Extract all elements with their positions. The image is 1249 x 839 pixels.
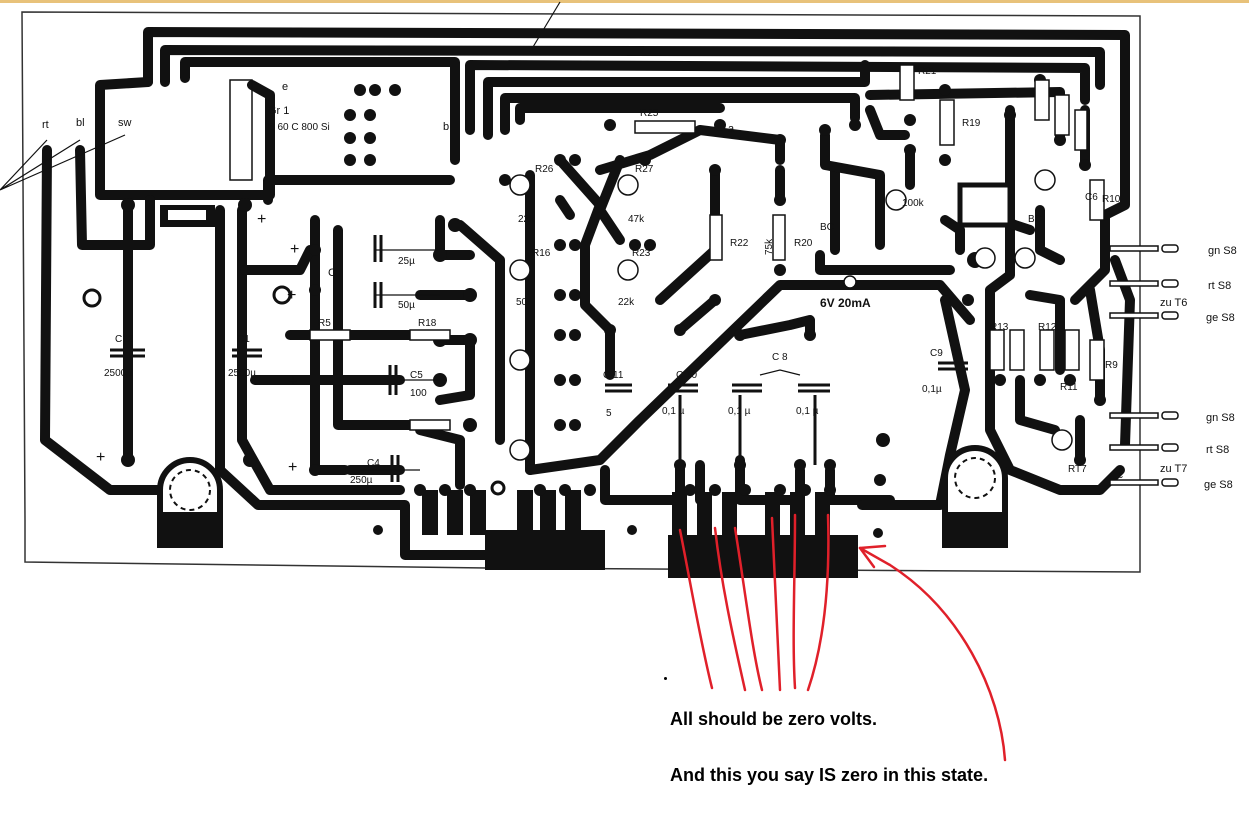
capacitor-symbols xyxy=(110,215,968,482)
label-c11: C 11 xyxy=(603,370,624,381)
connector-labels: zu T6 zu T7 gn S8 rt S8 ge S8 gn S8 rt S… xyxy=(1160,245,1237,491)
label-c25u: 25µ xyxy=(398,256,415,267)
label-c4: C4 xyxy=(367,458,380,469)
label-rt-s8-2: rt S8 xyxy=(1206,444,1229,456)
stray-dot xyxy=(664,677,667,680)
label-bc1: BC xyxy=(820,222,834,233)
label-r16-val: 50 xyxy=(516,297,528,308)
label-rt7: RT7 xyxy=(1068,464,1087,475)
label-r21: R21 xyxy=(918,66,937,77)
label-gn-s8-2: gn S8 xyxy=(1206,412,1235,424)
label-rt-s8-1: rt S8 xyxy=(1208,280,1231,292)
pcb-labels: rt bl sw e Gr 1 B 60 C 800 Si b a R25 R2… xyxy=(42,66,1123,486)
label-zener: 6V 20mA xyxy=(820,296,871,310)
label-r26: R26 xyxy=(535,164,554,175)
label-r25: R25 xyxy=(640,108,659,119)
svg-text:+: + xyxy=(290,241,299,258)
label-c5-val: 100 xyxy=(410,388,427,399)
label-r27: R27 xyxy=(635,164,654,175)
label-r12: R12 xyxy=(1038,322,1057,333)
svg-text:+: + xyxy=(288,459,297,476)
label-r9: R9 xyxy=(1105,360,1118,371)
label-r27-val: 47k xyxy=(628,214,645,225)
label-r16: R16 xyxy=(532,248,551,259)
label-c8-val2: 0,1 µ xyxy=(796,406,819,417)
label-gr1-part: B 60 C 800 Si xyxy=(268,122,330,133)
annotation-text-line-1: All should be zero volts. xyxy=(670,709,878,729)
label-zu-t7: zu T7 xyxy=(1160,463,1187,475)
label-r26-val: 22k xyxy=(518,214,535,225)
right-wire-connectors xyxy=(1109,244,1179,487)
label-c10-val: 0,1 µ xyxy=(662,406,685,417)
label-r13: R13 xyxy=(990,322,1009,333)
label-pin-a: a xyxy=(728,123,735,135)
transistor-heatsinks xyxy=(157,182,1013,548)
label-gn-s8-1: gn S8 xyxy=(1208,245,1237,257)
label-r11: R11 xyxy=(1060,382,1078,393)
label-pin-e: e xyxy=(282,81,288,93)
polarity-marks: + + + + + + xyxy=(96,211,299,476)
label-r20-val: 75k xyxy=(764,238,775,255)
label-rt: rt xyxy=(42,119,49,131)
solder-pads xyxy=(121,74,1106,538)
label-c9: C9 xyxy=(930,348,943,359)
label-r18: R18 xyxy=(418,318,437,329)
label-c12-val: 2500µ xyxy=(104,368,132,379)
label-r10: R10 xyxy=(1102,194,1121,205)
label-ge-s8-2: ge S8 xyxy=(1204,479,1233,491)
mounting-holes xyxy=(82,285,506,496)
svg-text:+: + xyxy=(287,287,296,304)
label-c12: C12 xyxy=(115,334,134,345)
label-r23-val: 22k xyxy=(618,297,635,308)
label-zu-t6: zu T6 xyxy=(1160,297,1187,309)
edge-connector-left xyxy=(422,490,605,570)
label-c10: C 10 xyxy=(676,370,698,381)
label-c6: C6 xyxy=(1085,192,1098,203)
red-annotation-arrows xyxy=(678,513,1007,762)
label-c: C xyxy=(328,267,336,279)
label-sw: sw xyxy=(118,117,132,129)
components xyxy=(229,64,1105,461)
label-c1-val: 2500µ xyxy=(228,368,256,379)
label-r22: R22 xyxy=(730,238,749,249)
label-c5: C5 xyxy=(410,370,423,381)
label-bl: bl xyxy=(76,117,85,129)
label-pin-c: c xyxy=(1118,470,1123,481)
thin-leads xyxy=(0,1,801,471)
label-c4-val: 250µ xyxy=(350,475,373,486)
annotation-text-line-2: And this you say IS zero in this state. xyxy=(670,765,989,785)
label-r23: R23 xyxy=(632,248,651,259)
label-c50u: 50µ xyxy=(398,300,415,311)
svg-text:+: + xyxy=(257,211,266,228)
label-bc2: BC xyxy=(1028,214,1042,225)
label-r5: R5 xyxy=(318,318,331,329)
edge-connector-right xyxy=(668,492,858,578)
label-c1: C1 xyxy=(237,334,250,345)
label-c8: C 8 xyxy=(772,352,788,363)
svg-text:+: + xyxy=(288,373,297,390)
svg-text:+: + xyxy=(96,449,105,466)
label-c11-val: 5 xyxy=(606,408,612,419)
label-gr1: Gr 1 xyxy=(268,105,289,117)
window-top-border xyxy=(0,0,1249,3)
label-r19: R19 xyxy=(962,118,981,129)
label-c9-val: 0,1µ xyxy=(922,384,942,395)
label-ge-s8-1: ge S8 xyxy=(1206,312,1235,324)
label-pin-b: b xyxy=(443,121,449,133)
label-c8-val1: 0,1 µ xyxy=(728,406,751,417)
label-r20: R20 xyxy=(794,238,813,249)
label-r100k: 100k xyxy=(902,198,925,209)
